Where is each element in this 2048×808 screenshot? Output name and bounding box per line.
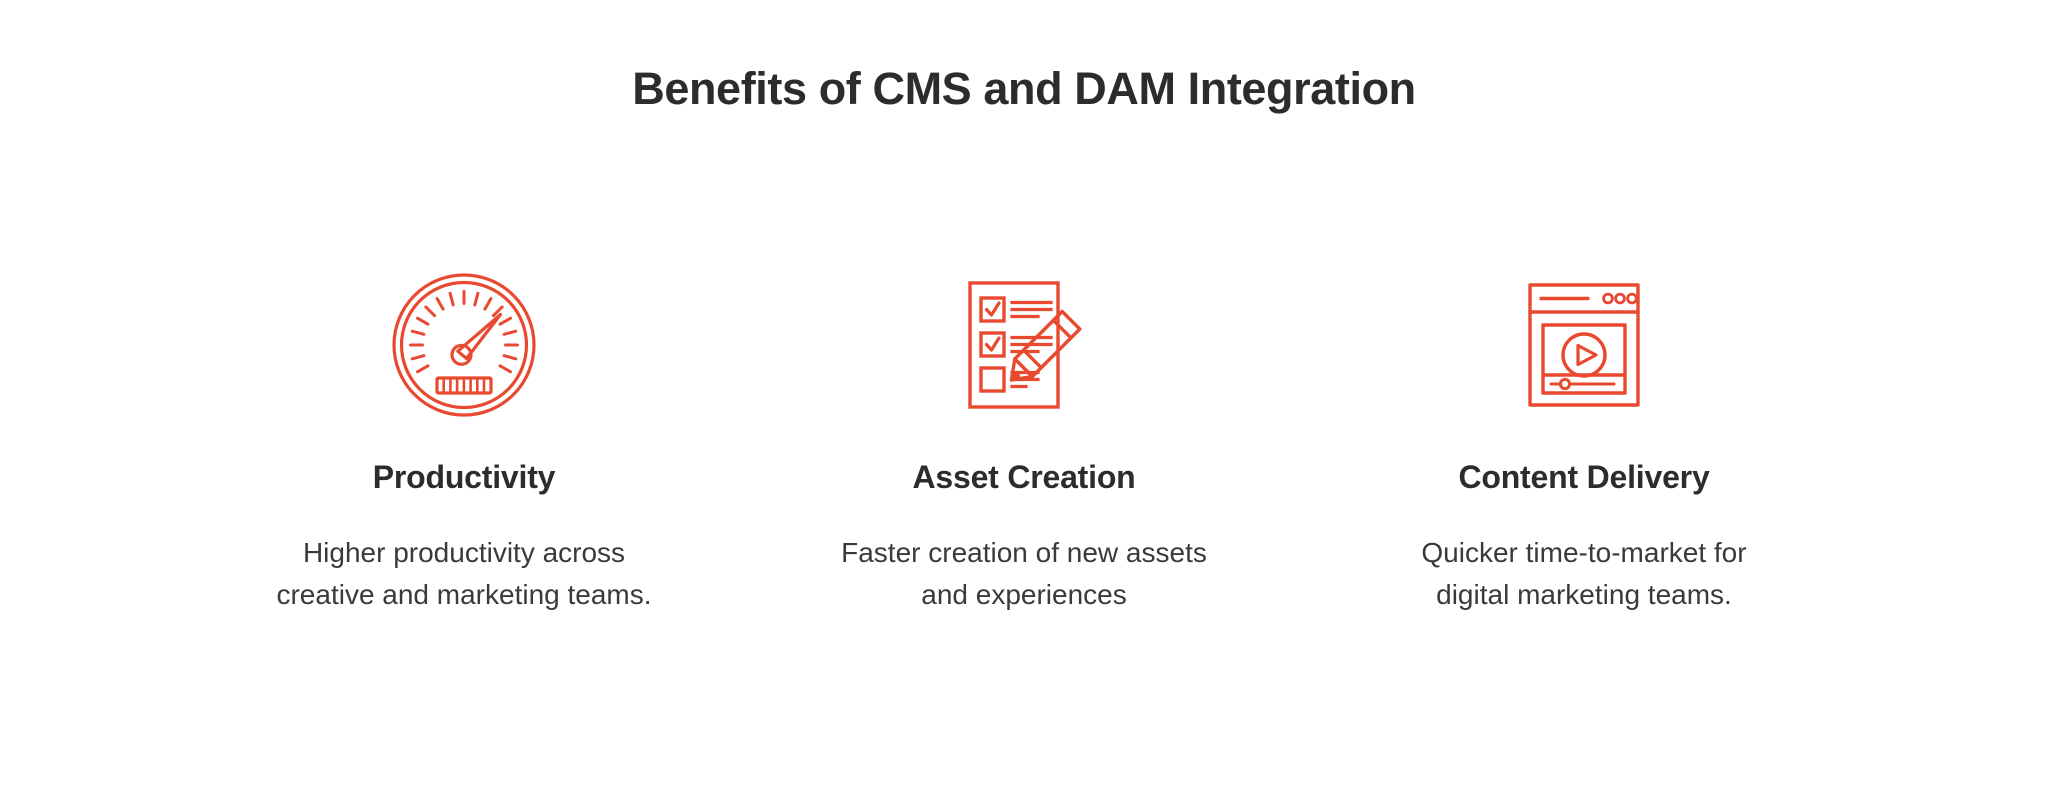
benefit-column-asset-creation: Asset Creation Faster creation of new as… bbox=[744, 270, 1304, 615]
benefit-description: Quicker time-to-market for digital marke… bbox=[1421, 537, 1747, 610]
benefit-description: Faster creation of new assets and experi… bbox=[841, 537, 1207, 610]
speedometer-icon bbox=[390, 270, 538, 420]
benefit-column-content-delivery: Content Delivery Quicker time-to-market … bbox=[1304, 270, 1864, 615]
page-title: Benefits of CMS and DAM Integration bbox=[632, 63, 1416, 114]
benefit-column-productivity: Productivity Higher productivity across … bbox=[184, 270, 744, 615]
benefit-description: Higher productivity across creative and … bbox=[276, 537, 652, 610]
benefit-columns: Productivity Higher productivity across … bbox=[0, 270, 2048, 615]
browser-video-player-icon bbox=[1510, 270, 1658, 420]
benefit-title: Content Delivery bbox=[1458, 459, 1710, 495]
benefit-title: Productivity bbox=[372, 459, 556, 495]
checklist-pencil-icon bbox=[950, 270, 1098, 420]
benefit-title: Asset Creation bbox=[912, 459, 1136, 495]
